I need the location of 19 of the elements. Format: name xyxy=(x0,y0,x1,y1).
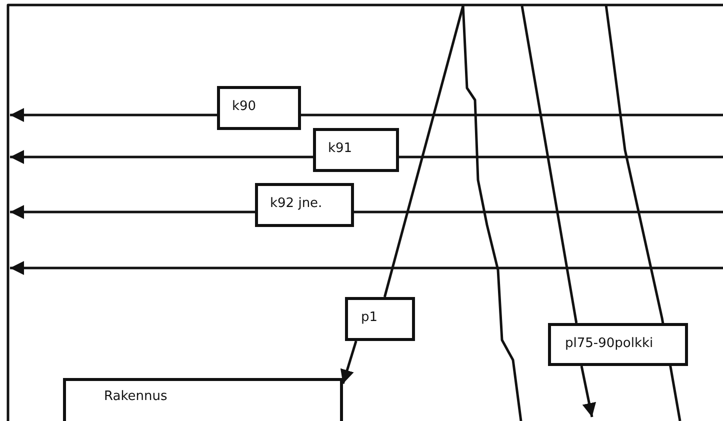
arrow xyxy=(10,108,217,122)
box-label: pl75-90polkki xyxy=(565,336,654,351)
box-label: k90 xyxy=(232,99,256,114)
label-box xyxy=(313,128,399,172)
label-box xyxy=(548,323,688,366)
arrow xyxy=(580,366,596,418)
box-label: Rakennus xyxy=(104,389,168,404)
arrow xyxy=(10,205,255,219)
label-box xyxy=(63,378,343,421)
label-box xyxy=(255,183,354,227)
arrow xyxy=(10,150,313,164)
box-label: k91 xyxy=(328,141,352,156)
label-box xyxy=(345,297,415,341)
box-label: k92 jne. xyxy=(270,196,322,211)
connector-line xyxy=(520,6,578,324)
label-box xyxy=(217,86,301,130)
connector-line xyxy=(383,6,464,298)
box-label: p1 xyxy=(361,310,378,325)
arrow xyxy=(340,340,358,384)
